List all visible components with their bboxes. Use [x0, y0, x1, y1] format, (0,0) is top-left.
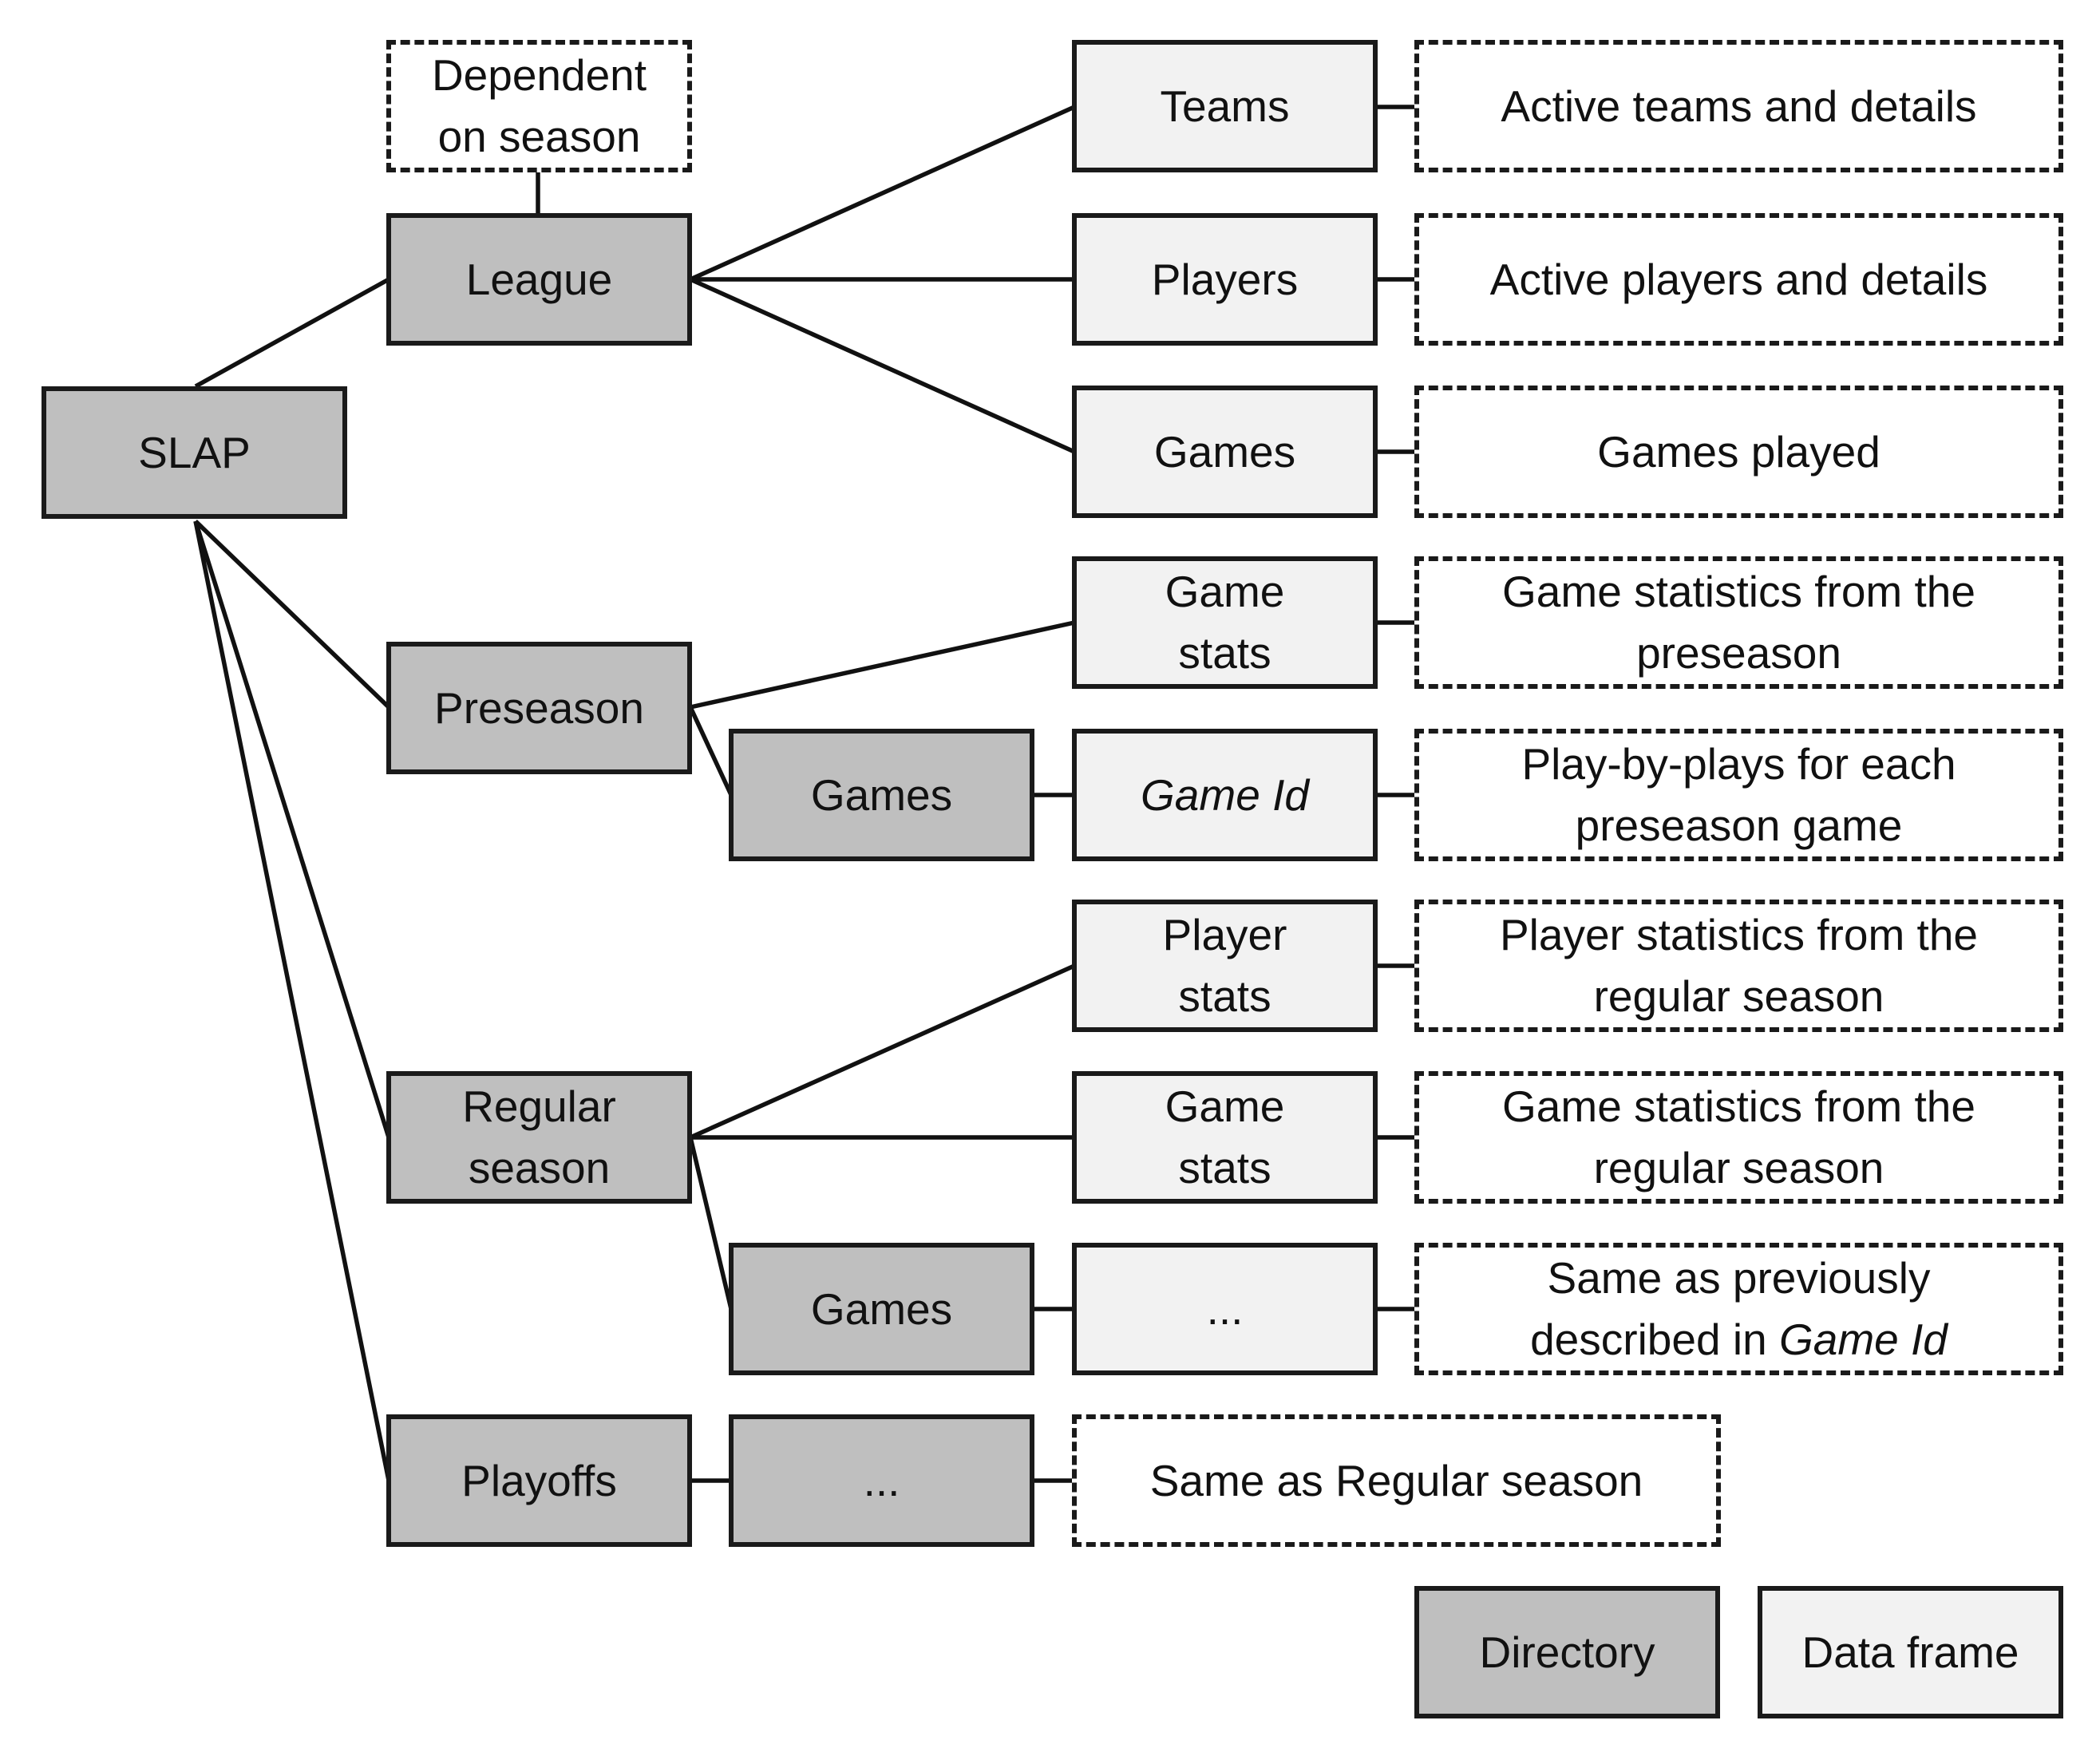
preseason-games-directory: Games: [729, 729, 1034, 861]
playoffs-directory: Playoffs: [386, 1414, 692, 1547]
regular-games-child-data-frame: ...: [1072, 1243, 1378, 1375]
regular-games-description-game-id: Game Id: [1778, 1315, 1948, 1364]
regular-player-stats-description: Player statistics from the regular seaso…: [1414, 900, 2063, 1032]
playoffs-description: Same as Regular season: [1072, 1414, 1721, 1547]
players-description: Active players and details: [1414, 213, 2063, 346]
connector-regular-playerstats: [689, 963, 1076, 1140]
league-directory: League: [386, 213, 692, 346]
connector-slap-preseason: [194, 520, 390, 709]
legend-data-frame: Data frame: [1758, 1586, 2063, 1718]
game-id-description: Play-by-plays for each preseason game: [1414, 729, 2063, 861]
connector-league-games: [689, 277, 1076, 454]
game-id-data-frame: Game Id: [1072, 729, 1378, 861]
games-played-description: Games played: [1414, 386, 2063, 518]
connector-regular-games: [688, 1137, 734, 1310]
connector-preseason-gamestats: [690, 620, 1075, 710]
regular-games-directory: Games: [729, 1243, 1034, 1375]
dependent-on-season-note: Dependent on season: [386, 40, 692, 172]
legend-directory: Directory: [1414, 1586, 1720, 1718]
connector-league-teams: [689, 105, 1076, 282]
regular-games-description-prefix: described in: [1530, 1315, 1779, 1364]
regular-season-directory: Regular season: [386, 1071, 692, 1204]
regular-game-stats-data-frame: Game stats: [1072, 1071, 1378, 1204]
connector-slap-playoffs: [193, 520, 391, 1481]
slap-directory: SLAP: [42, 386, 347, 519]
playoffs-child-directory: ...: [729, 1414, 1034, 1547]
connector-preseason-games: [688, 706, 734, 797]
regular-games-description: Same as previously described in Game Id: [1414, 1243, 2063, 1375]
connector-slap-league: [194, 277, 390, 389]
preseason-game-stats-description: Game statistics from the preseason: [1414, 556, 2063, 689]
teams-data-frame: Teams: [1072, 40, 1378, 172]
preseason-game-stats-data-frame: Game stats: [1072, 556, 1378, 689]
regular-games-description-line2: described in Game Id: [1530, 1309, 1948, 1370]
connector-slap-regular-season: [193, 520, 391, 1138]
preseason-directory: Preseason: [386, 642, 692, 774]
players-data-frame: Players: [1072, 213, 1378, 346]
regular-player-stats-data-frame: Player stats: [1072, 900, 1378, 1032]
league-games-data-frame: Games: [1072, 386, 1378, 518]
regular-game-stats-description: Game statistics from the regular season: [1414, 1071, 2063, 1204]
teams-description: Active teams and details: [1414, 40, 2063, 172]
regular-games-description-line1: Same as previously: [1547, 1253, 1931, 1303]
